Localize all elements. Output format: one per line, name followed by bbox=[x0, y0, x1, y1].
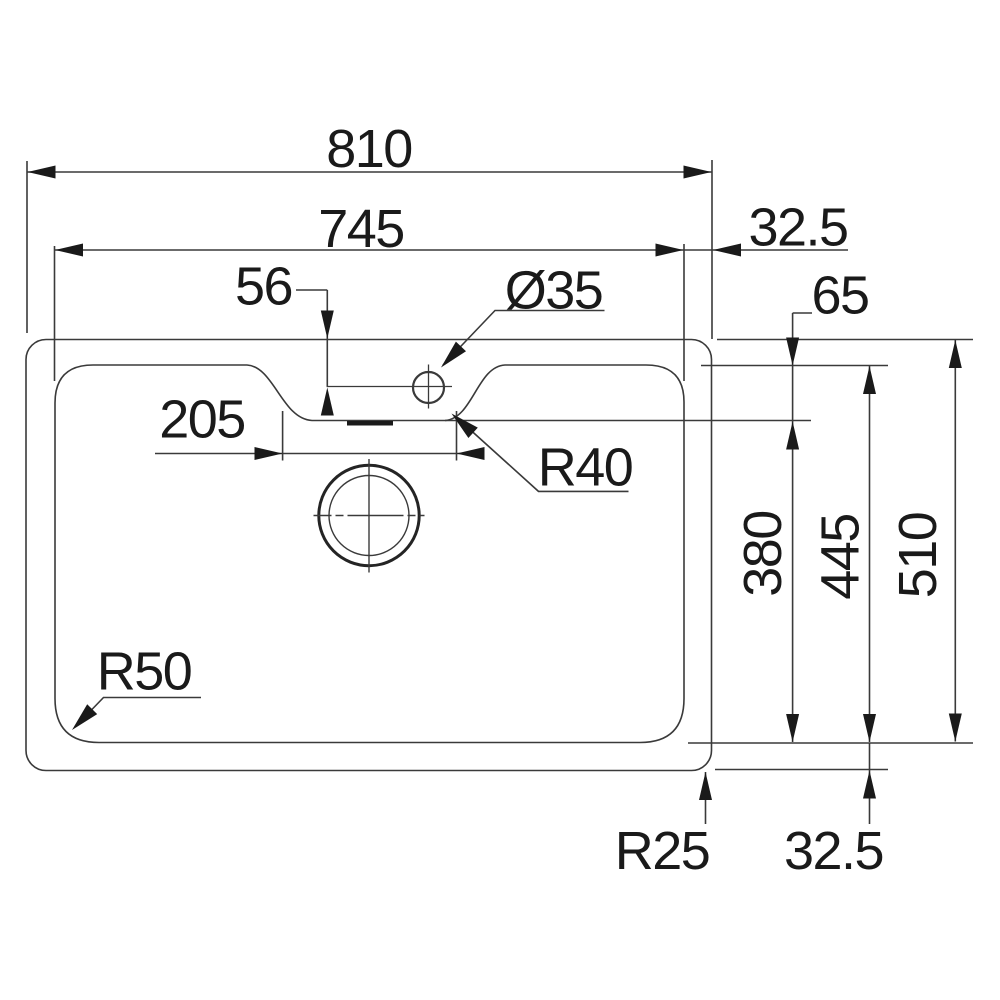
svg-text:65: 65 bbox=[811, 266, 868, 326]
svg-text:R40: R40 bbox=[538, 438, 633, 498]
svg-text:R25: R25 bbox=[615, 821, 710, 881]
svg-text:205: 205 bbox=[159, 390, 245, 450]
svg-text:380: 380 bbox=[733, 511, 793, 597]
svg-text:32.5: 32.5 bbox=[748, 198, 847, 258]
svg-text:745: 745 bbox=[318, 199, 404, 259]
svg-text:56: 56 bbox=[235, 257, 292, 317]
svg-text:32.5: 32.5 bbox=[784, 821, 883, 881]
svg-text:810: 810 bbox=[326, 119, 412, 179]
svg-text:510: 510 bbox=[888, 513, 948, 599]
svg-text:445: 445 bbox=[811, 514, 871, 600]
svg-text:R50: R50 bbox=[97, 642, 192, 702]
svg-text:Ø35: Ø35 bbox=[505, 261, 603, 321]
